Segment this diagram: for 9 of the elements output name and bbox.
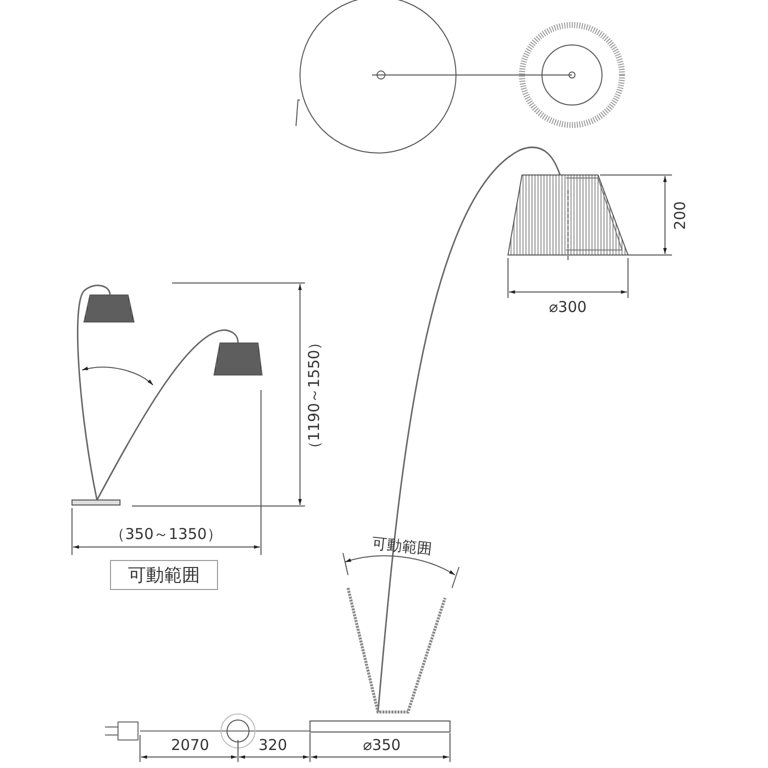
dimension-label: 2070 <box>171 738 210 752</box>
caption-box: 可動範囲 <box>110 560 218 590</box>
dimension-label: （1190～1550） <box>306 334 322 456</box>
dimension-label: ⌀300 <box>549 300 587 314</box>
dimension-label: ⌀350 <box>363 738 401 752</box>
range-label: 可動範囲 <box>371 535 433 557</box>
dimension-label: （350～1350） <box>110 526 222 542</box>
dimension-label: 200 <box>672 200 688 230</box>
dimension-label: 320 <box>258 738 288 752</box>
